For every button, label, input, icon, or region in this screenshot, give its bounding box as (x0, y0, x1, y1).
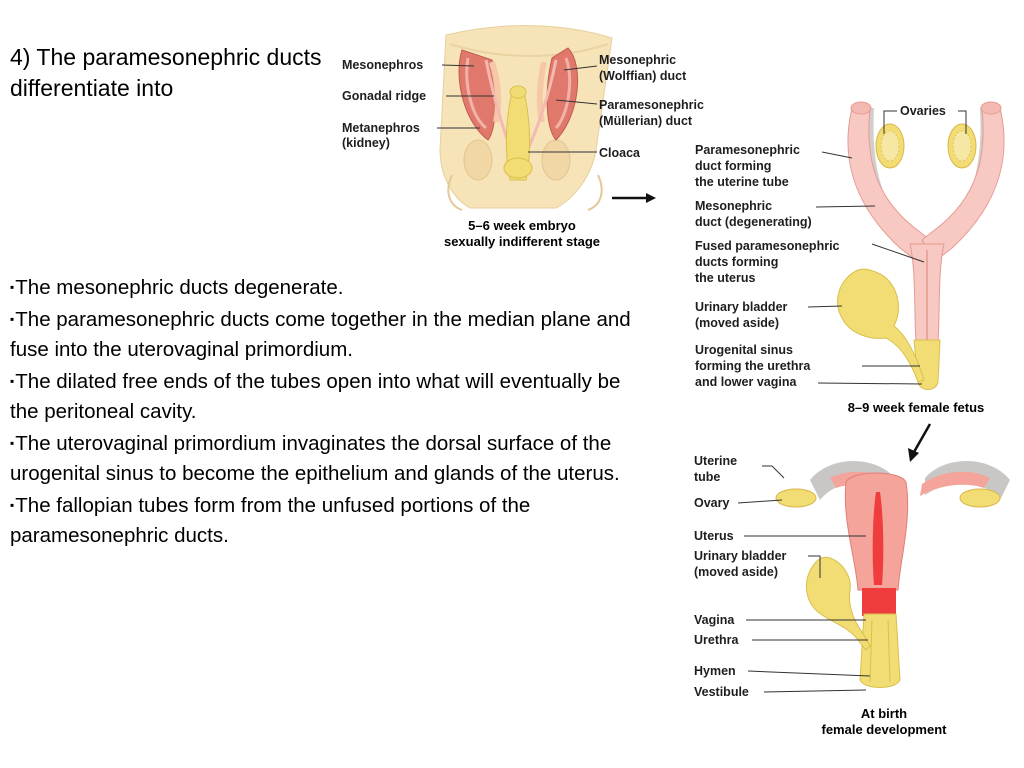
label-mesonephric-duct-2: (Wolffian) duct (599, 69, 687, 83)
bullet-marker: ▪ (10, 311, 15, 326)
label-fused-ducts-3: the uterus (695, 271, 755, 285)
label-vagina: Vagina (694, 613, 735, 627)
embryo-leader-lines (437, 64, 598, 153)
label-paramesonephric-duct-2: (Müllerian) duct (599, 114, 693, 128)
fetus-leader-lines (807, 110, 967, 385)
label-urethra: Urethra (694, 633, 740, 647)
slide-heading: 4) The paramesonephric ducts differentia… (10, 44, 322, 101)
bullet-item: ▪The mesonephric ducts degenerate. (10, 272, 635, 304)
bullet-item: ▪The fallopian tubes form from the unfus… (10, 490, 635, 552)
bullet-text: The uterovaginal primordium invaginates … (10, 431, 620, 486)
label-fused-ducts-1: Fused paramesonephric (695, 239, 840, 253)
label-mesonephros: Mesonephros (342, 58, 423, 72)
label-urogenital-sinus-1: Urogenital sinus (695, 343, 793, 357)
bullet-text: The paramesonephric ducts come together … (10, 307, 631, 362)
label-mesonephric-duct-1: Mesonephric (599, 53, 676, 67)
label-bladder-birth-1: Urinary bladder (694, 549, 787, 563)
caption-fetus: 8–9 week female fetus (848, 400, 985, 415)
label-uterine-tube-forming-3: the uterine tube (695, 175, 789, 189)
label-paramesonephric-duct-1: Paramesonephric (599, 98, 704, 112)
bullet-item: ▪The uterovaginal primordium invaginates… (10, 428, 635, 490)
label-uterine-tube-1: Uterine (694, 454, 737, 468)
label-uterus: Uterus (694, 529, 734, 543)
label-metanephros-2: (kidney) (342, 136, 390, 150)
label-urogenital-sinus-3: and lower vagina (695, 375, 797, 389)
label-urogenital-sinus-2: forming the urethra (695, 359, 811, 373)
label-uterine-tube-forming-2: duct forming (695, 159, 771, 173)
ovary-right-birth (959, 488, 1001, 508)
label-fused-ducts-2: ducts forming (695, 255, 778, 269)
arrow-right-icon (612, 193, 656, 203)
bullet-list: ▪The mesonephric ducts degenerate. ▪The … (10, 272, 635, 552)
label-hymen: Hymen (694, 664, 736, 678)
label-cloaca: Cloaca (599, 146, 641, 160)
caption-birth-1: At birth (861, 706, 907, 721)
caption-birth-2: female development (822, 722, 948, 737)
label-ovary: Ovary (694, 496, 729, 510)
caption-embryo-1: 5–6 week embryo (468, 218, 576, 233)
label-uterine-tube-forming-1: Paramesonephric (695, 143, 800, 157)
label-uterine-tube-2: tube (694, 470, 720, 484)
arrow-down-left-icon (908, 423, 932, 462)
bullet-text: The mesonephric ducts degenerate. (15, 276, 344, 299)
bullet-marker: ▪ (10, 373, 15, 388)
fetus-illustration (837, 101, 1005, 390)
ovary-left (875, 123, 905, 169)
bullet-text: The fallopian tubes form from the unfuse… (10, 493, 531, 548)
label-gonadal-ridge: Gonadal ridge (342, 89, 426, 103)
label-bladder-birth-2: (moved aside) (694, 565, 778, 579)
caption-embryo-2: sexually indifferent stage (444, 234, 600, 249)
ovary-right (947, 123, 977, 169)
bullet-item: ▪The dilated free ends of the tubes open… (10, 366, 635, 428)
birth-illustration (775, 460, 1010, 688)
birth-leader-lines (737, 465, 871, 693)
label-bladder-fetus-2: (moved aside) (695, 316, 779, 330)
label-vestibule: Vestibule (694, 685, 749, 699)
bullet-marker: ▪ (10, 497, 15, 512)
label-ovaries: Ovaries (900, 104, 946, 118)
label-bladder-fetus-1: Urinary bladder (695, 300, 788, 314)
label-metanephros-1: Metanephros (342, 121, 420, 135)
bullet-item: ▪The paramesonephric ducts come together… (10, 304, 635, 366)
bullet-marker: ▪ (10, 280, 15, 294)
label-mesonephric-degenerating-1: Mesonephric (695, 199, 772, 213)
bullet-marker: ▪ (10, 435, 15, 450)
ovary-left-birth (775, 488, 817, 508)
bullet-text: The dilated free ends of the tubes open … (10, 369, 621, 424)
embryo-illustration (439, 25, 613, 211)
label-mesonephric-degenerating-2: duct (degenerating) (695, 215, 812, 229)
